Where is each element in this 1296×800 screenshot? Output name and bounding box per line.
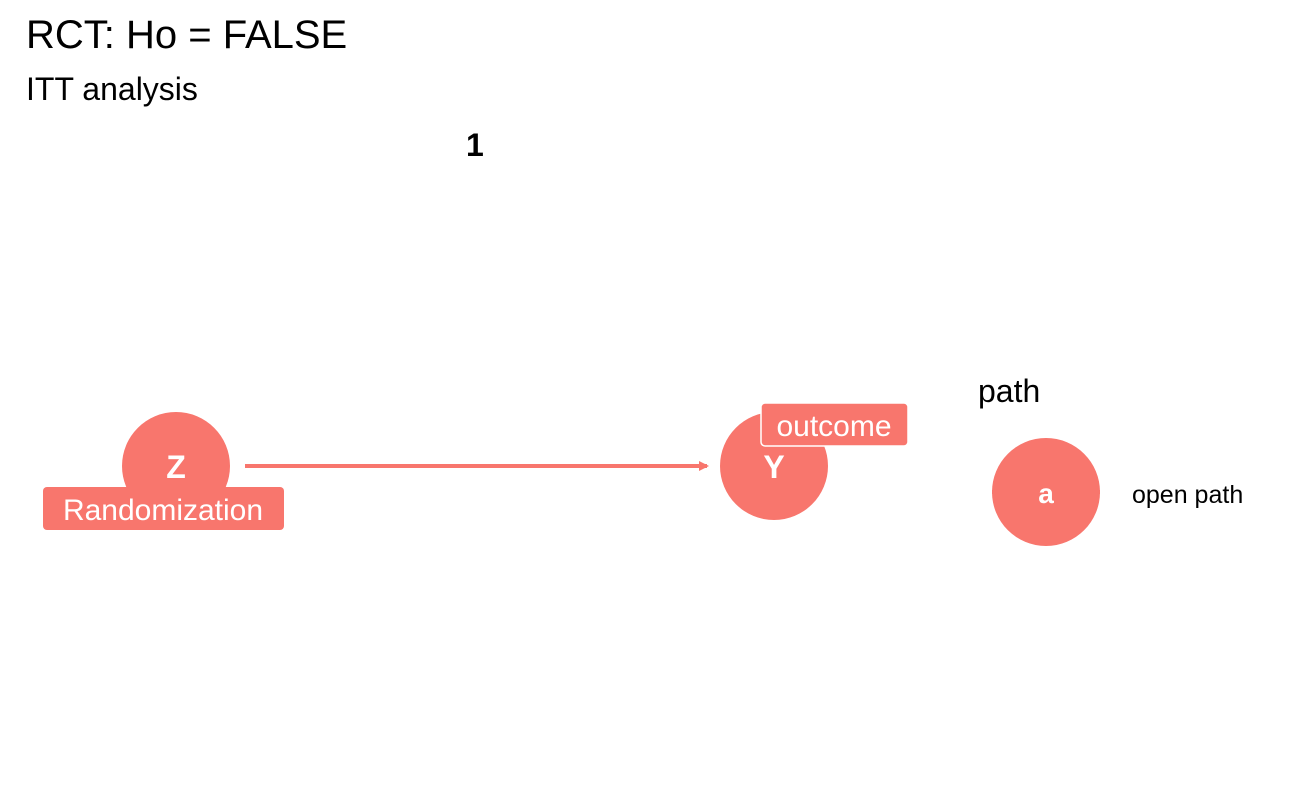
legend-key-circle (992, 438, 1100, 546)
diagram-title: RCT: Ho = FALSE (26, 13, 348, 57)
legend: path a open path (978, 373, 1243, 546)
panel-label: 1 (466, 127, 484, 163)
node-y-label-text: outcome (776, 410, 891, 443)
legend-entry-open-path: open path (1132, 481, 1243, 509)
diagram-subtitle: ITT analysis (26, 71, 198, 107)
node-z-label-text: Randomization (63, 494, 263, 527)
node-y-text: Y (763, 449, 784, 485)
legend-title: path (978, 373, 1040, 409)
legend-key: a (992, 438, 1100, 546)
node-z-label-box (43, 487, 284, 530)
legend-key-symbol: a (1038, 478, 1054, 509)
node-y-label-box (760, 402, 909, 447)
node-z-text: Z (166, 449, 186, 485)
node-y-label: outcome (760, 402, 909, 447)
node-z-label: Randomization (43, 487, 284, 530)
